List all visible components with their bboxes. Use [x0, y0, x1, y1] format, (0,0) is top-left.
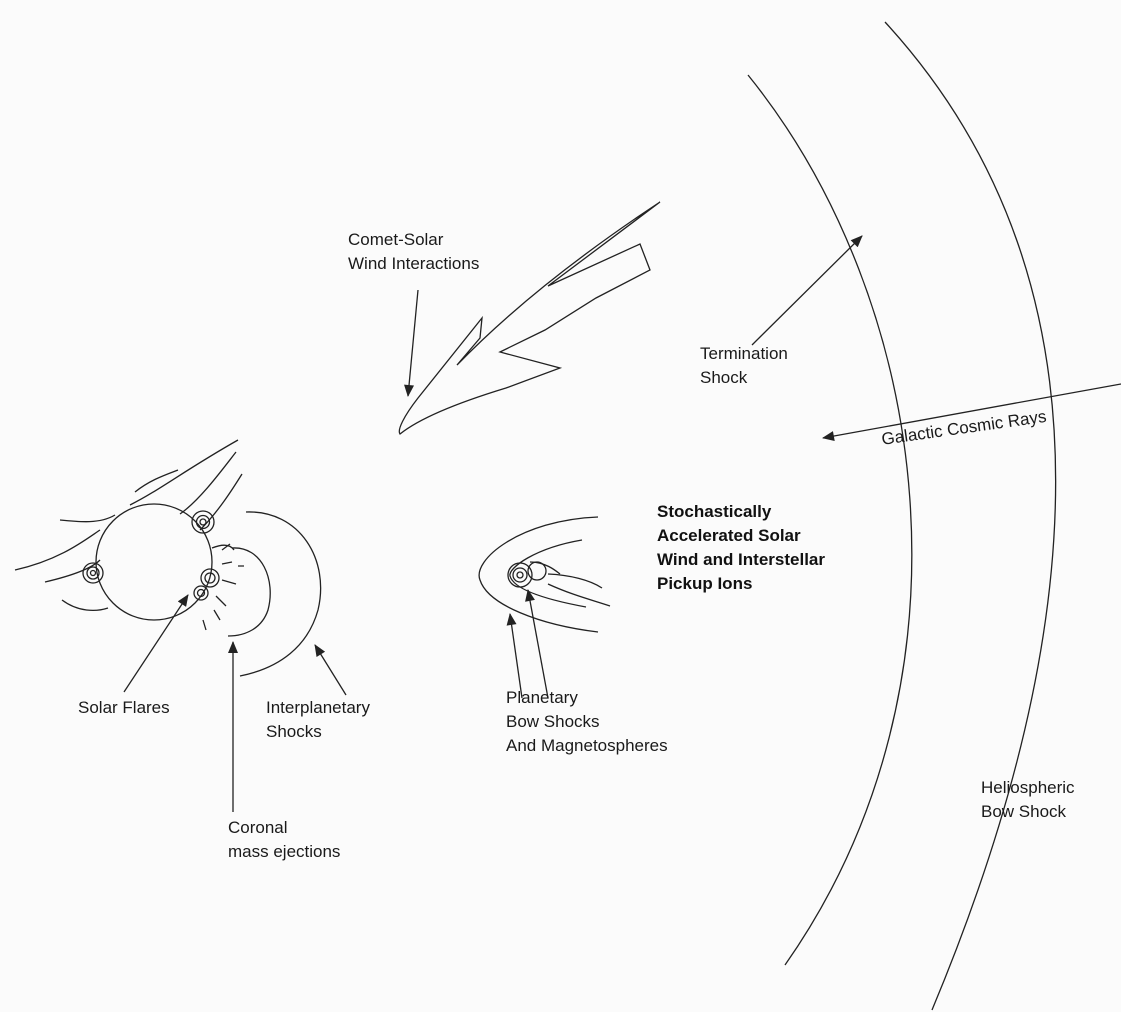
termination-shock-label: Termination Shock	[700, 342, 788, 390]
comet-label: Comet-Solar Wind Interactions	[348, 228, 479, 276]
interplanetary-shocks-label: Interplanetary Shocks	[266, 696, 370, 744]
planetary-bow-shocks-label: Planetary Bow Shocks And Magnetospheres	[506, 686, 668, 758]
sun	[96, 504, 212, 620]
coronal-mass-ejection-arc	[228, 548, 270, 636]
planetary-bow-shock	[479, 517, 598, 632]
termination-shock-arrow	[752, 236, 862, 345]
magnetosphere-arrow	[528, 590, 548, 698]
interplanetary-arrow	[315, 645, 346, 695]
solar-flares-label: Solar Flares	[78, 696, 170, 720]
heliospheric-bow-shock-label: Heliospheric Bow Shock	[981, 776, 1075, 824]
solar-flares-arrow	[124, 595, 188, 692]
coronal-mass-ejections-label: Coronal mass ejections	[228, 816, 340, 864]
stochastic-acceleration-label: Stochastically Accelerated Solar Wind an…	[657, 500, 825, 596]
comet-arrow	[408, 290, 418, 396]
interplanetary-shock-arc	[240, 512, 321, 676]
